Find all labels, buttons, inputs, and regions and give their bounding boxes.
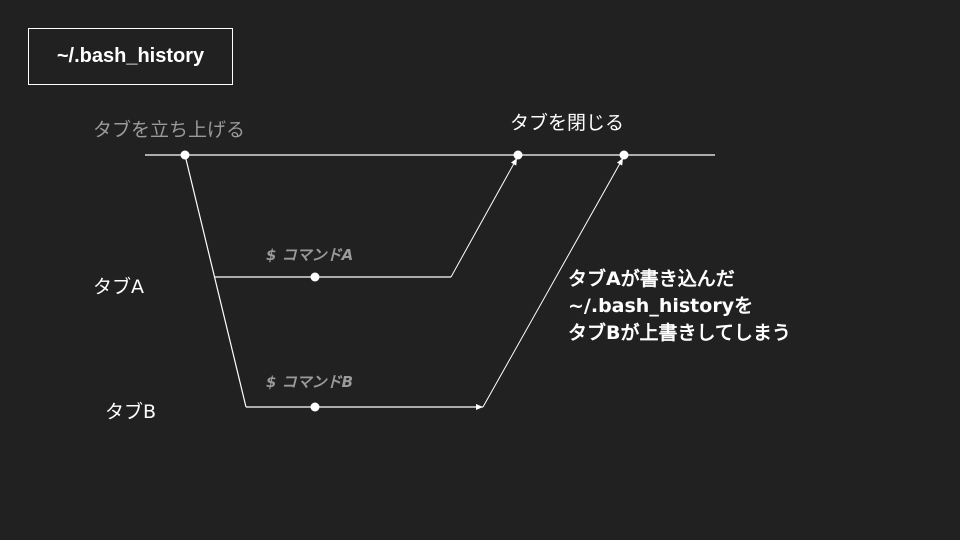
note-line-3: タブBが上書きしてしまう [568, 322, 791, 344]
note-line-1: タブAが書き込んだ [568, 268, 735, 290]
tab-a-merge-arrow [450, 157, 518, 278]
close-tab-label: タブを閉じる [510, 112, 625, 134]
overwrite-note: タブAが書き込んだ ~/.bash_historyを タブBが上書きしてしまう [568, 266, 791, 347]
close-tab-a-dot [513, 150, 523, 160]
tab-a-label: タブA [93, 276, 144, 298]
note-line-2: ~/.bash_historyを [568, 295, 754, 317]
close-tab-b-dot [619, 150, 629, 160]
open-tab-label: タブを立ち上げる [93, 119, 246, 141]
open-tab-dot [180, 150, 190, 160]
command-a-dot [310, 272, 320, 282]
command-a-label: $ コマンドA [266, 246, 354, 264]
tab-b-label: タブB [105, 401, 157, 423]
command-b-label: $ コマンドB [266, 373, 354, 391]
tab-b-merge-arrow [482, 157, 624, 408]
branch-line [184, 154, 247, 408]
command-b-dot [310, 402, 320, 412]
title-box: ~/.bash_history [28, 28, 233, 85]
